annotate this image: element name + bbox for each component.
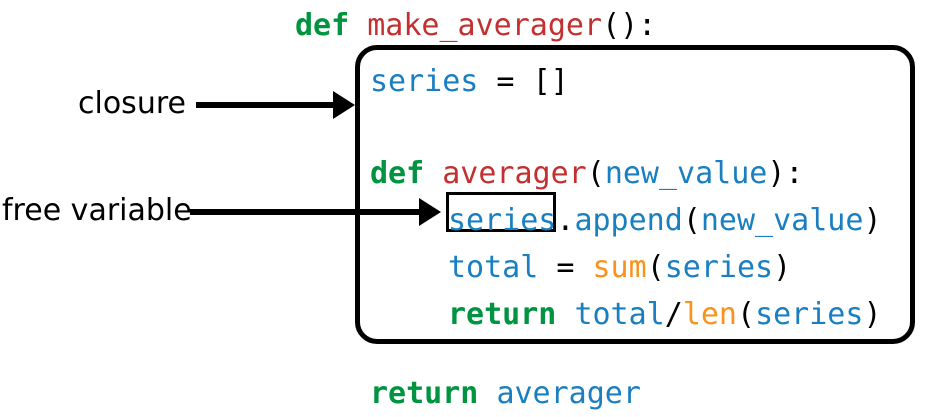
builtin-sum: sum	[592, 250, 647, 285]
free-variable-series: series	[448, 203, 557, 238]
paren-open-2: (	[682, 203, 701, 238]
dot-operator: .	[556, 203, 575, 238]
inner-signature-punct: ):	[767, 156, 804, 191]
append-argument: new_value	[700, 203, 864, 238]
inner-function-name: averager	[442, 156, 587, 191]
space-2	[424, 156, 442, 191]
code-line-return-averager: return averager	[370, 370, 641, 417]
space-4	[478, 376, 496, 411]
outer-function-signature: def make_averager():	[295, 2, 656, 49]
len-argument: series	[755, 297, 864, 332]
paren-close-3: )	[773, 250, 792, 285]
code-line-def-averager: def averager(new_value):	[370, 150, 804, 197]
return-keyword-outer: return	[370, 376, 479, 411]
annotation-label-free-variable: free variable	[2, 193, 192, 228]
closure-arrow-head-icon	[333, 91, 355, 119]
paren-open-3: (	[646, 250, 665, 285]
paren-close-4: )	[863, 297, 882, 332]
total-identifier: total	[448, 250, 539, 285]
free-variable-highlight	[446, 192, 556, 232]
free-variable-arrow-shaft	[190, 209, 422, 215]
append-method: append	[574, 203, 683, 238]
paren-open-1: (	[586, 156, 605, 191]
space-3	[556, 297, 574, 332]
returned-closure-name: averager	[496, 376, 641, 411]
free-variable-arrow-head-icon	[419, 198, 441, 226]
def-keyword-outer: def	[295, 8, 350, 43]
return-total: total	[574, 297, 665, 332]
outer-signature-punct: ():	[602, 8, 657, 43]
return-keyword-inner: return	[448, 297, 557, 332]
outer-function-name: make_averager	[367, 8, 603, 43]
series-identifier: series	[370, 64, 479, 99]
space-1	[349, 8, 367, 43]
code-line-series-append: series.append(new_value)	[448, 197, 882, 244]
closure-arrow-shaft	[196, 102, 336, 108]
builtin-len: len	[682, 297, 737, 332]
empty-list-literal: []	[532, 64, 569, 99]
def-keyword-inner: def	[370, 156, 425, 191]
paren-open-4: (	[737, 297, 756, 332]
parameter-new-value: new_value	[604, 156, 768, 191]
assign-operator-2: =	[538, 250, 593, 285]
code-line-total-assign: total = sum(series)	[448, 244, 791, 291]
annotation-label-closure: closure	[78, 86, 186, 121]
divide-operator: /	[664, 297, 683, 332]
paren-close-2: )	[863, 203, 882, 238]
sum-argument: series	[664, 250, 774, 285]
assign-operator-1: =	[478, 64, 533, 99]
code-line-return-average: return total/len(series)	[448, 291, 882, 338]
code-line-series-assign: series = []	[370, 58, 569, 105]
